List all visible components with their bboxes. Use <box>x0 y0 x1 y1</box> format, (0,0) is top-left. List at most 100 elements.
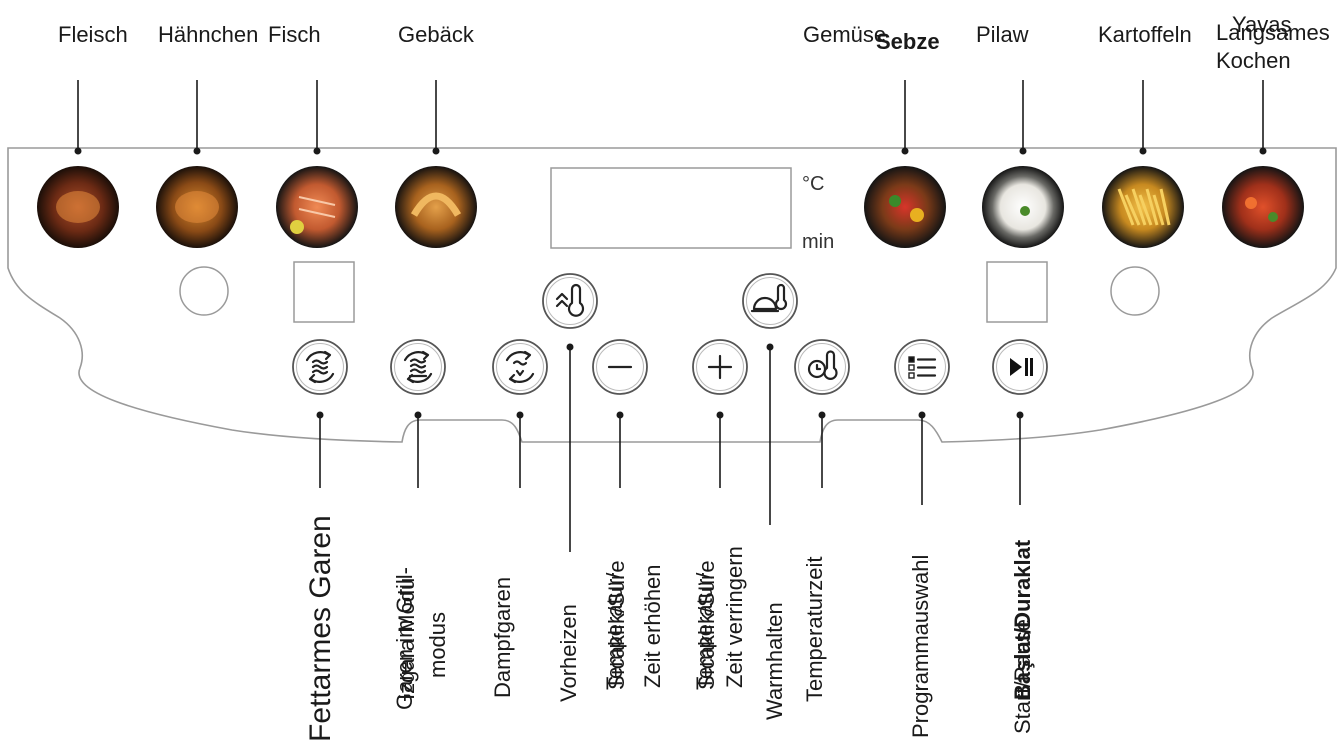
button-ring-inner <box>596 343 644 391</box>
vegetables-icon <box>864 166 946 248</box>
leader-dot <box>432 147 440 155</box>
leader-dot <box>74 147 82 155</box>
air-fry-icon <box>305 350 335 384</box>
keep-warm-icon <box>750 283 788 313</box>
indicator-square-right <box>986 261 1048 323</box>
plus-icon <box>707 354 733 380</box>
button-label-overlay: Başlat/Duraklat <box>1010 539 1035 700</box>
button-label: Temperatur/ <box>602 572 627 690</box>
leader-dot <box>193 147 201 155</box>
button-label: Temperaturzeit <box>802 556 827 702</box>
button-label: Start/Pause <box>1010 619 1035 734</box>
leader-dot <box>566 343 574 351</box>
leader-dot <box>918 411 926 419</box>
button-label: Programmauswahl <box>908 555 933 738</box>
button-ring-inner <box>898 343 946 391</box>
button-label: Temperatur/ <box>692 572 717 690</box>
control-button-vorheizen[interactable]: Vorheizen <box>542 273 598 702</box>
program-label: Fisch <box>268 22 321 47</box>
program-label: Hähnchen <box>158 22 258 47</box>
fish-icon <box>276 166 358 248</box>
program-label: Langsames <box>1216 20 1330 45</box>
leader-dot <box>1019 147 1027 155</box>
indicator-circle-right <box>1110 266 1160 316</box>
unit-temp: °C <box>802 173 824 195</box>
preheat-icon <box>555 283 585 317</box>
program-button-pilaw[interactable]: Pilaw <box>976 22 1064 248</box>
program-button-gebaeck[interactable]: Gebäck <box>395 22 477 248</box>
program-label: Gebäck <box>398 22 475 47</box>
button-label: Dampfgaren <box>490 577 515 698</box>
panel-outline <box>7 147 1337 443</box>
button-ring-inner <box>496 343 544 391</box>
control-button-minus[interactable]: Temperatur/Zeit erhöhen Sıcaklık/Süre <box>592 339 665 690</box>
program-button-haehnchen[interactable]: Hähnchen <box>156 22 258 248</box>
button-label: Fettarmes Garen <box>304 515 337 742</box>
button-ring-inner <box>296 343 344 391</box>
button-ring-inner <box>394 343 442 391</box>
program-label: Gemüse <box>803 22 886 47</box>
button-label-overlay: Izgara Modu <box>394 578 419 700</box>
program-label: Pilaw <box>976 22 1029 47</box>
control-button-fettarm[interactable]: Fettarmes Garen <box>292 339 348 742</box>
control-button-programmwahl[interactable]: Programmauswahl <box>894 339 950 738</box>
program-label-line2: Kochen <box>1216 48 1291 73</box>
button-label-overlay: Sıcaklık/Süre <box>694 560 719 690</box>
button-label: Zeit erhöhen <box>640 564 665 688</box>
button-ring <box>542 273 598 329</box>
button-label: Zeit verringern <box>722 546 747 688</box>
program-button-kartoffeln[interactable]: Kartoffeln <box>1098 22 1192 248</box>
button-label: modus <box>425 612 450 678</box>
button-label: Warmhalten <box>762 602 787 720</box>
temp-time-icon <box>807 350 838 380</box>
button-label: Garen im Grill- <box>392 567 417 710</box>
leader-dot <box>901 147 909 155</box>
chicken-icon <box>156 166 238 248</box>
control-button-temperaturzeit[interactable]: Temperaturzeit <box>794 339 850 702</box>
button-label-overlay: Sıcaklık/Süre <box>604 560 629 690</box>
button-ring <box>794 339 850 395</box>
rice-icon <box>982 166 1064 248</box>
button-ring-inner <box>546 277 594 325</box>
indicator-circle-left <box>179 266 229 316</box>
button-label: Vorheizen <box>556 604 581 702</box>
leader-dot <box>1016 411 1024 419</box>
button-ring <box>492 339 548 395</box>
program-list-icon <box>908 356 937 379</box>
button-ring-inner <box>798 343 846 391</box>
indicator-square-left <box>293 261 355 323</box>
program-label: Kartoffeln <box>1098 22 1192 47</box>
meat-icon <box>37 166 119 248</box>
leader-dot <box>414 411 422 419</box>
croissant-icon <box>395 166 477 248</box>
leader-dot <box>313 147 321 155</box>
stew-icon <box>1222 166 1304 248</box>
program-button-fisch[interactable]: Fisch <box>268 22 358 248</box>
leader-dot <box>1139 147 1147 155</box>
leader-dot <box>316 411 324 419</box>
control-button-dampf[interactable]: Dampfgaren <box>490 339 548 698</box>
leader-dot <box>716 411 724 419</box>
play-pause-icon <box>1010 358 1033 376</box>
steam-icon <box>505 350 535 384</box>
button-ring-inner <box>746 277 794 325</box>
program-label-overlay: Yavaş <box>1232 12 1292 37</box>
button-ring <box>742 273 798 329</box>
fries-icon <box>1102 166 1184 248</box>
program-button-fleisch[interactable]: Fleisch <box>37 22 128 248</box>
grill-mode-icon <box>403 350 433 384</box>
unit-time: min <box>802 231 834 253</box>
button-ring-inner <box>696 343 744 391</box>
leader-dot <box>1259 147 1267 155</box>
program-label-overlay: Sebze <box>876 29 940 54</box>
control-button-warmhalten[interactable]: Warmhalten <box>742 273 798 720</box>
leader-dot <box>516 411 524 419</box>
display-window <box>550 167 792 249</box>
